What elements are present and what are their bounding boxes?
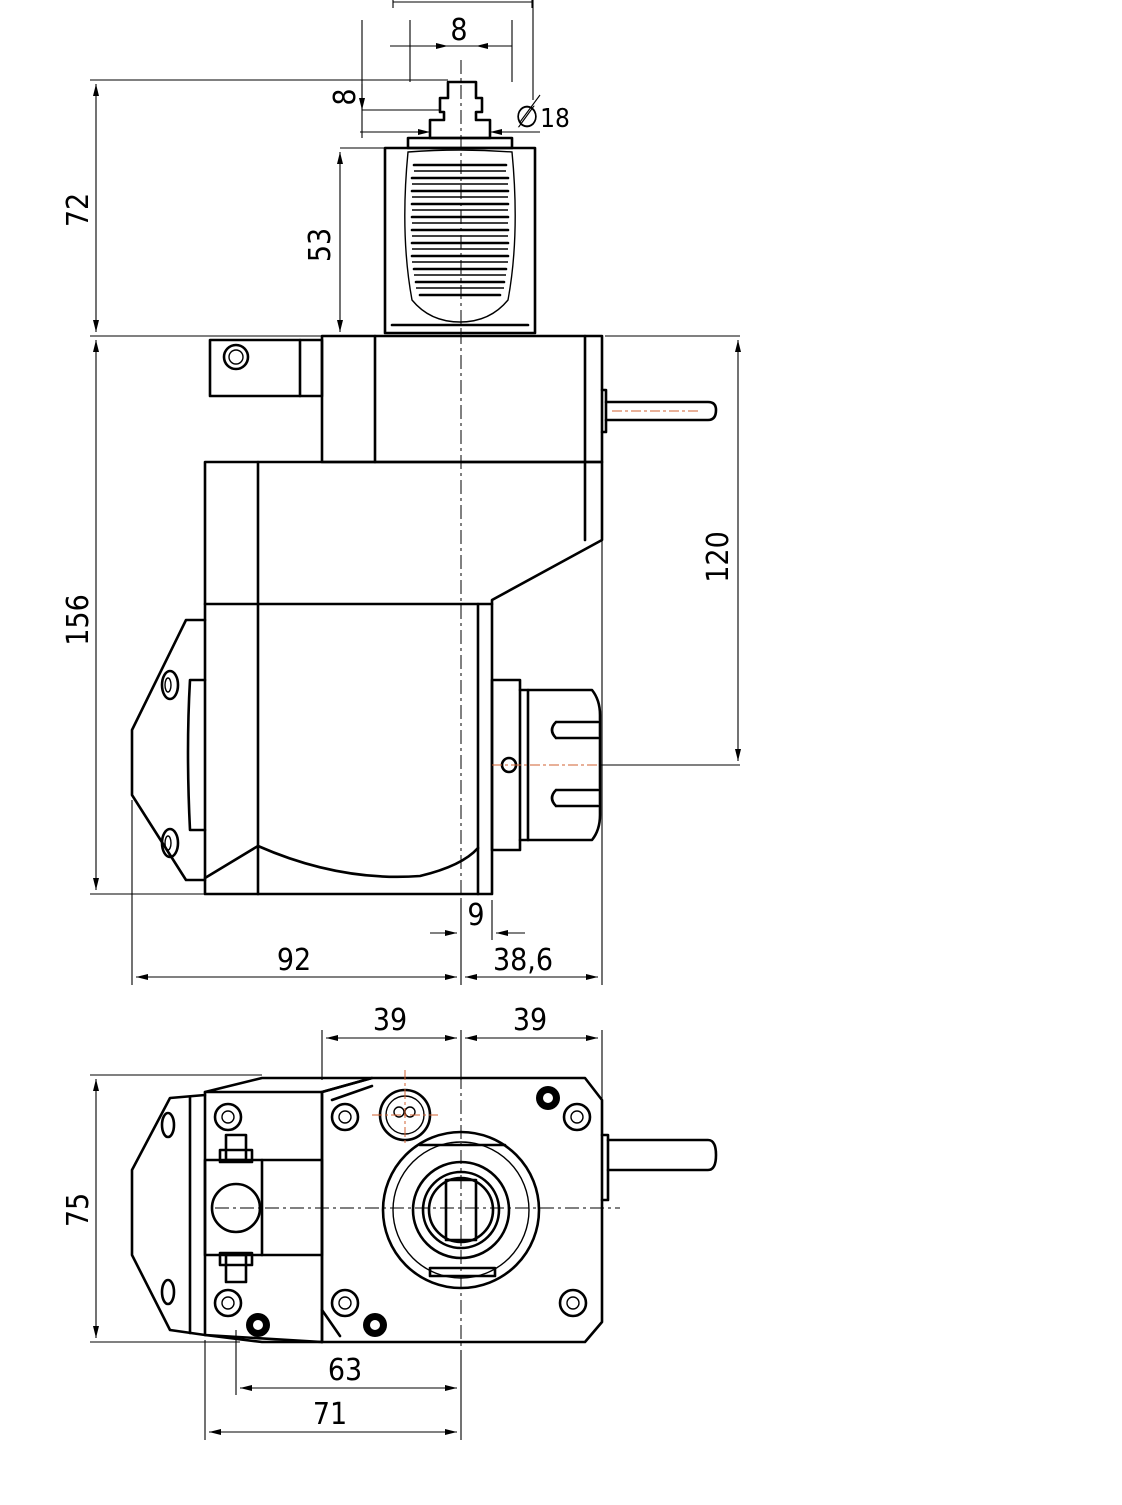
side-view: 72 53 8 8 ∅ 18 156 120 9 92 38,6 — [61, 0, 741, 985]
dim-flange-right: 39 — [513, 1003, 547, 1038]
dim-shank-diameter: 18 — [540, 104, 570, 134]
dim-top-total-height: 72 — [61, 193, 96, 227]
dowel-pins — [246, 1086, 560, 1337]
dim-key-height: 8 — [328, 88, 363, 105]
dim-offset-small: 9 — [467, 898, 484, 933]
bottom-left-body — [203, 1076, 374, 1344]
bolt — [558, 1288, 588, 1318]
side-dimension-lines — [93, 43, 741, 980]
dim-right-reach: 38,6 — [493, 943, 553, 978]
bolt — [213, 1102, 243, 1132]
dim-spindle-height: 120 — [701, 531, 736, 583]
bolt — [330, 1288, 360, 1318]
bolt — [330, 1102, 360, 1132]
dim-body-height: 156 — [61, 594, 96, 646]
main-body — [203, 460, 604, 896]
bolt — [562, 1102, 592, 1132]
bottom-extension-lines — [90, 1074, 462, 1440]
shank-key — [406, 80, 514, 150]
threaded-shank — [383, 146, 537, 335]
dim-bolt-spacing-inner: 63 — [328, 1353, 362, 1388]
dim-flange-left: 39 — [373, 1003, 407, 1038]
bottom-view: 39 39 — [61, 1003, 718, 1440]
dim-diameter-symbol: ∅ — [515, 100, 539, 135]
thread-grooves — [410, 163, 510, 297]
side-extension-lines — [90, 0, 740, 985]
bottom-left-flange — [130, 1093, 207, 1337]
bolt — [213, 1288, 243, 1318]
dim-shank-height: 53 — [303, 228, 338, 262]
bolt-heads — [213, 1102, 592, 1318]
dim-left-reach: 92 — [277, 943, 311, 978]
left-flange — [130, 618, 207, 882]
dim-key-width: 8 — [450, 13, 467, 48]
bottom-side-pin — [600, 1133, 718, 1202]
dim-base-depth: 75 — [61, 1193, 96, 1227]
upper-housing — [208, 334, 718, 464]
bottom-dimension-lines — [93, 1079, 457, 1435]
dim-bolt-spacing-outer: 71 — [313, 1397, 347, 1432]
coolant-port — [372, 1070, 438, 1145]
